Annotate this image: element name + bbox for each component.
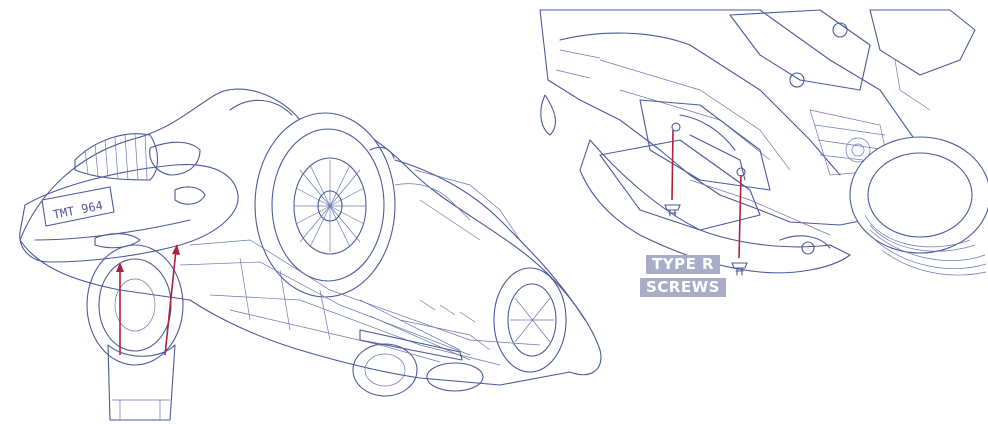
undertray-part-illustration <box>107 344 176 421</box>
screw-icon <box>731 262 748 276</box>
rear-wheel <box>254 112 396 298</box>
insertion-arrows-left <box>116 244 180 356</box>
callout-label-line2: SCREWS <box>640 278 726 297</box>
callout-label-line1: TYPE R <box>646 255 721 274</box>
number-plate: TMT 964 <box>41 186 115 227</box>
screw-icon <box>664 204 681 217</box>
detail-view-illustration <box>539 9 988 276</box>
car-underside-illustration: TMT 964 <box>19 88 602 397</box>
screw-arrows-right <box>671 129 742 259</box>
